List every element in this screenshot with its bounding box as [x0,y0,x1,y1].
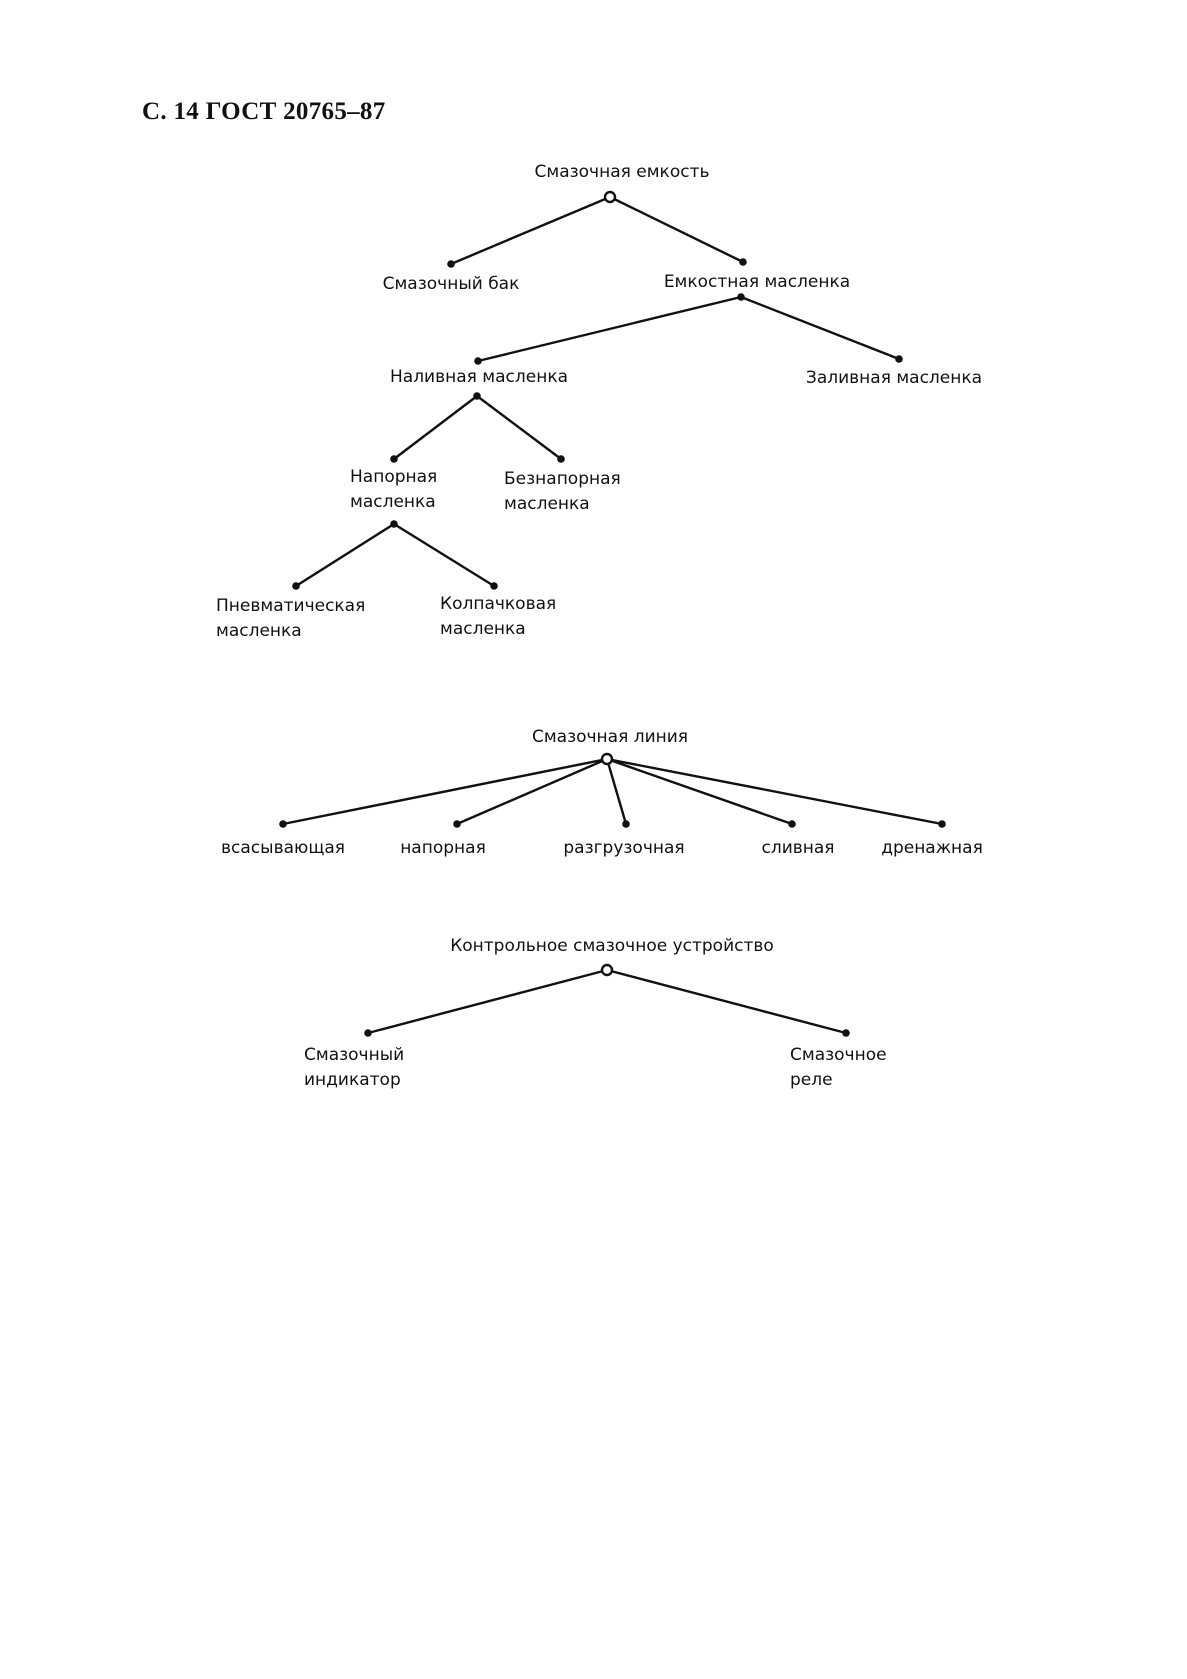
node-unloading [622,820,630,828]
label-indicator-line-1: Смазочный [304,1045,405,1065]
tree-line-edges [281,757,944,826]
edge-line-drain [605,757,794,826]
node-capacity-oiler-bottom [737,293,745,301]
edge-line-suction [281,757,609,826]
label-nonpressure-oiler-line-2: масленка [504,494,590,514]
label-drainage: дренажная [881,838,983,858]
tree-control-edges [366,968,848,1035]
label-indicator-line-2: индикатор [304,1070,401,1090]
edge-fill-nonpressure [475,394,563,461]
label-unloading: разгрузочная [563,838,685,858]
node-nonpressure-oiler [557,455,565,463]
edge-control-indicator [366,968,609,1035]
edge-capacity-fill [476,295,743,363]
node-fill-oiler-bottom [473,392,481,400]
label-fill-oiler: Наливная масленка [389,367,569,387]
edge-pressure-pneumatic [294,522,396,588]
label-suction: всасывающая [221,838,345,858]
edge-line-pressure [455,757,609,826]
node-pressure-oiler-top [390,455,398,463]
edge-line-drainage [605,757,944,826]
node-cap-oiler [490,582,498,590]
edge-root-tank [449,195,612,266]
tree-control-nodes [364,963,850,1037]
node-suction [279,820,287,828]
node-drain [788,820,796,828]
node-pneumatic-oiler [292,582,300,590]
label-drain: сливная [761,838,835,858]
label-pneumatic-oiler-line-2: масленка [216,621,302,641]
label-cap-oiler: Колпачковая масленка [440,592,556,642]
edge-root-capacity-oiler [608,195,745,264]
label-reservoir-root: Смазочная емкость [534,162,710,182]
node-root-line [600,752,614,766]
label-pressure-oiler: Напорная масленка [350,465,437,515]
tree-reservoir-edges [294,195,901,588]
node-capacity-oiler-top [739,258,747,266]
tree-reservoir-nodes [292,190,903,590]
label-relay: Смазочное реле [790,1043,887,1093]
edge-line-unloading [605,757,628,826]
node-root-control [600,963,614,977]
label-line-root: Смазочная линия [531,727,689,747]
tree-line-nodes [279,752,946,828]
label-pressure-oiler-line-2: масленка [350,492,436,512]
label-cap-oiler-line-2: масленка [440,619,526,639]
label-line-pressure: напорная [400,838,486,858]
label-pneumatic-oiler: Пневматическая масленка [216,594,365,644]
label-control-root: Контрольное смазочное устройство [450,936,774,956]
node-tank [447,260,455,268]
node-fill-oiler-top [474,357,482,365]
edge-fill-pressure [392,394,479,461]
label-cap-oiler-line-1: Колпачковая [440,594,557,614]
node-pressure-oiler-bottom [390,520,398,528]
label-relay-line-1: Смазочное [790,1045,887,1065]
label-tank: Смазочный бак [382,274,520,294]
label-nonpressure-oiler-line-1: Безнапорная [504,469,621,489]
label-capacity-oiler: Емкостная масленка [663,272,851,292]
edge-control-relay [605,968,848,1035]
edge-pressure-cap [392,522,496,588]
label-pour-oiler: Заливная масленка [805,368,983,388]
label-nonpressure-oiler: Безнапорная масленка [504,467,621,517]
edge-capacity-pour [739,295,901,361]
node-indicator [364,1029,372,1037]
node-drainage [938,820,946,828]
label-pressure-oiler-line-1: Напорная [350,467,438,487]
node-pour-oiler [895,355,903,363]
node-relay [842,1029,850,1037]
node-root-reservoir [603,190,617,204]
label-pneumatic-oiler-line-1: Пневматическая [216,596,366,616]
label-relay-line-2: реле [790,1070,833,1090]
label-indicator: Смазочный индикатор [304,1043,404,1093]
node-line-pressure [453,820,461,828]
page-header: С. 14 ГОСТ 20765–87 [142,98,386,125]
